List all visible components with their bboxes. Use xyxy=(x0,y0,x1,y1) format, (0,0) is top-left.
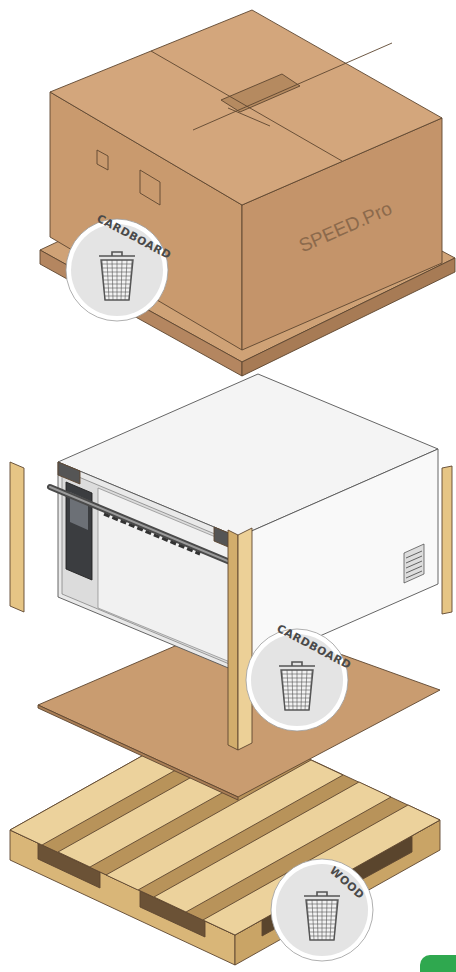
oven-vent xyxy=(404,544,424,583)
page-tab xyxy=(420,955,456,972)
trash-bin-icon xyxy=(279,662,315,710)
box-handhold xyxy=(140,170,160,205)
oven-handle xyxy=(50,487,242,567)
box-top xyxy=(50,10,442,205)
corner-protector xyxy=(442,466,452,614)
badge-face xyxy=(276,864,368,956)
corner-protector xyxy=(238,528,252,750)
oven-hinge-cap xyxy=(58,462,80,484)
box-flaps xyxy=(151,43,392,161)
oven-handle-shine xyxy=(50,487,242,567)
oven-vent-slots xyxy=(406,551,422,578)
recycling-badge: WOOD xyxy=(270,858,374,962)
recycling-badge: CARDBOARD xyxy=(245,628,349,732)
box-handhold xyxy=(97,150,108,170)
badge-ring xyxy=(271,859,373,961)
badge-outline xyxy=(270,858,374,962)
trash-bin-icon xyxy=(99,252,135,300)
corner-protector xyxy=(228,530,238,750)
trash-bin-icon xyxy=(304,892,340,940)
recycling-badge: CARDBOARD xyxy=(65,218,169,322)
oven-frame xyxy=(62,470,234,666)
corner-protector xyxy=(10,462,24,612)
oven-brand-plate xyxy=(104,514,200,554)
cardboard-sheet-edge xyxy=(38,705,238,800)
oven-front xyxy=(58,462,238,672)
